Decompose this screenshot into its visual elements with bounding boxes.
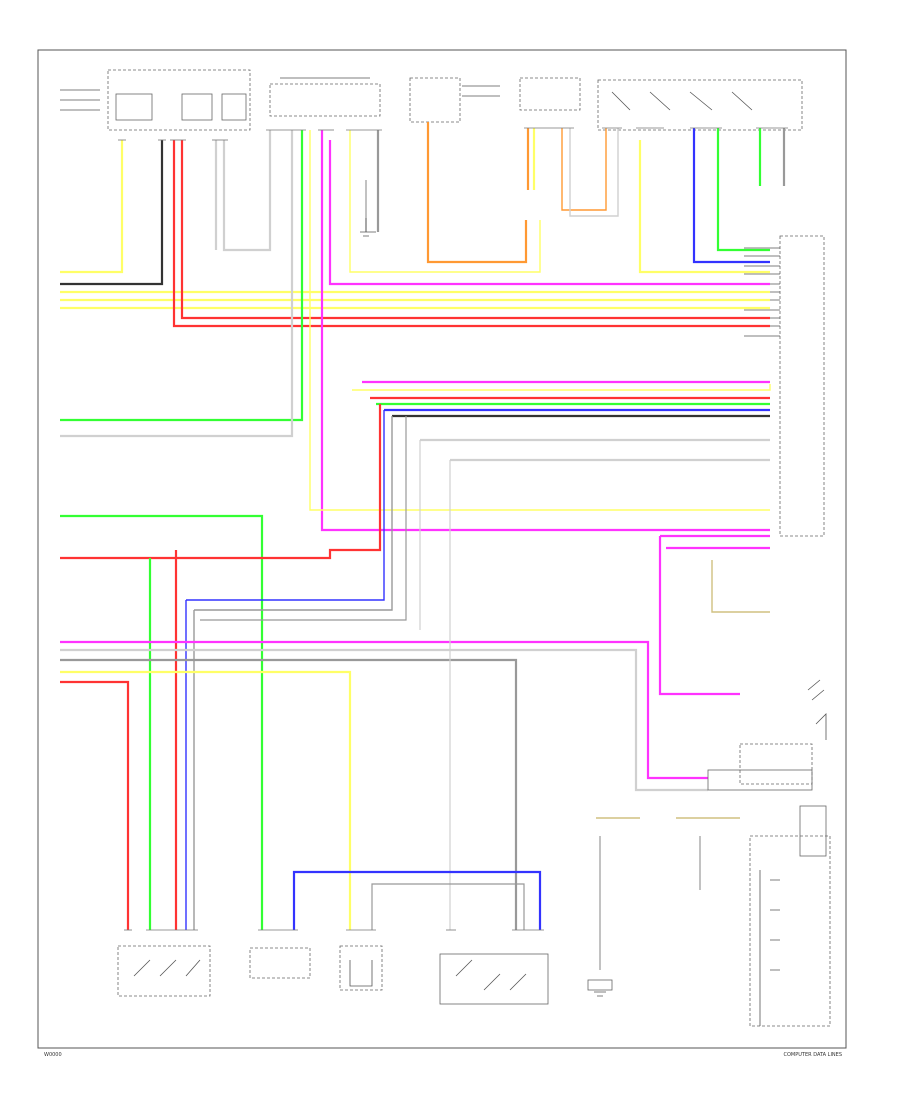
light-control-switch-box xyxy=(269,77,381,117)
right-relay xyxy=(707,679,827,791)
stop-lamp-switch xyxy=(439,953,549,1005)
fuse-box xyxy=(409,77,500,123)
ignition-box xyxy=(519,77,581,111)
bottom-right-module xyxy=(749,805,831,1027)
lower-wire-bus xyxy=(60,460,740,970)
top-left-relay-box xyxy=(60,69,251,131)
mid-wire-bus xyxy=(60,404,770,930)
stop-lamp-switch-small xyxy=(339,945,383,991)
wire-bus xyxy=(60,122,786,532)
transmission-control-switch-box xyxy=(597,79,803,131)
connector-marks xyxy=(118,127,788,931)
back-up-lamp xyxy=(249,947,311,979)
ecm-connector-box xyxy=(744,235,825,537)
ecm-input-wires xyxy=(352,380,771,462)
park-neutral-switch xyxy=(117,945,211,997)
diagram-frame xyxy=(37,49,847,1049)
footer-left-label: W0000 xyxy=(44,1052,62,1058)
footer-right-label: COMPUTER DATA LINES xyxy=(784,1052,843,1058)
ground-symbols xyxy=(360,218,613,997)
